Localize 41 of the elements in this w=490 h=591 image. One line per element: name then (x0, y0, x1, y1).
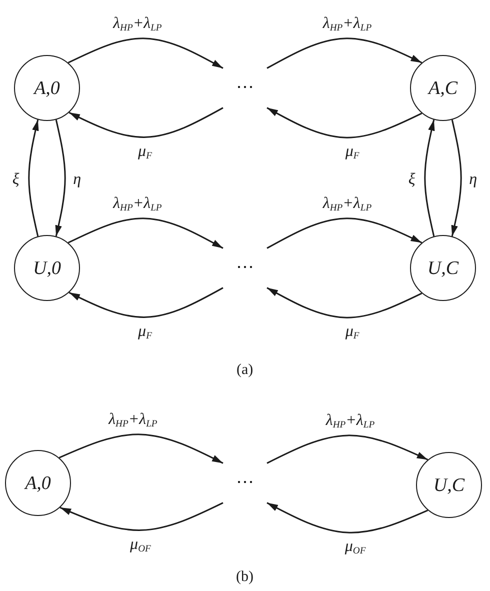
arrow (266, 107, 422, 138)
arrow (58, 434, 224, 464)
arrow (266, 218, 422, 249)
state-label: A,C (428, 78, 458, 98)
edge-label: λ$_{HP}$+λ$_{LP}$ (322, 195, 373, 214)
state-circle (14, 235, 80, 301)
edge-label: ξ (407, 171, 416, 189)
edge-label: ξ (11, 171, 20, 189)
edge-label: λ$_{HP}$+λ$_{LP}$ (322, 15, 373, 34)
arrow (424, 120, 435, 236)
ellipsis: ⋯ (236, 79, 254, 97)
edge-label: λ$_{HP}$+λ$_{LP}$ (324, 412, 376, 430)
arrow (55, 120, 66, 236)
state-circle (416, 452, 482, 518)
edge-label: λ$_{HP}$+λ$_{LP}$ (108, 411, 158, 430)
arrow (266, 287, 422, 318)
state-label: U,C (427, 258, 459, 278)
state-circle (410, 235, 476, 301)
arrow (28, 120, 39, 236)
state-circle (14, 55, 80, 121)
edge-label: λ$_{HP}$+λ$_{LP}$ (112, 195, 163, 214)
state-label: A,0 (25, 474, 51, 492)
arrow (266, 38, 422, 69)
arrow (266, 502, 428, 534)
arrow (266, 434, 428, 464)
state-label: U,0 (33, 258, 61, 278)
state-label: A,0 (34, 78, 60, 98)
arrow (68, 218, 224, 249)
state-circle (410, 55, 476, 121)
edge-label: λ$_{HP}$+λ$_{LP}$ (112, 15, 163, 34)
state-label: U,C (433, 476, 465, 494)
arrow (68, 287, 224, 318)
ellipsis: ⋯ (236, 259, 254, 277)
state-circle (5, 450, 71, 516)
ellipsis: ⋯ (236, 474, 254, 492)
arrow (68, 38, 224, 69)
arrow (60, 502, 224, 531)
subfigure-caption: (a) (236, 362, 254, 378)
arrow (68, 107, 224, 138)
arrow (451, 120, 462, 236)
subfigure-caption: (b) (236, 568, 254, 585)
